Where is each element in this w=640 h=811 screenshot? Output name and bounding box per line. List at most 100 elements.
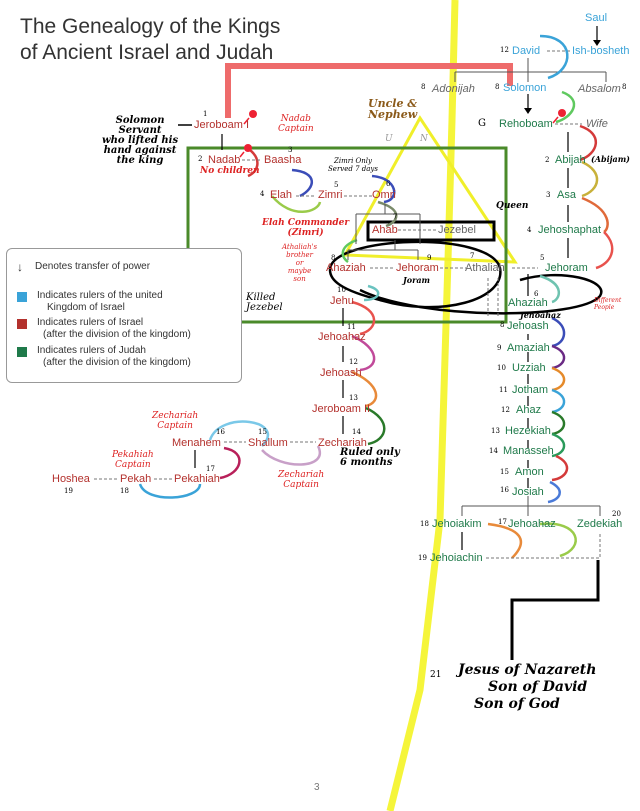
pin-icon — [552, 109, 566, 124]
pin-icon — [243, 110, 257, 125]
green-box — [186, 146, 508, 324]
annotation-athaliah-brother: Athaliah's brother or maybe son — [282, 243, 318, 283]
node-pekahiah: Pekahiah — [174, 473, 220, 485]
annotation-letter-u: U — [385, 134, 393, 144]
node-saul: Saul — [585, 12, 608, 24]
yellow-divider-line — [386, 0, 459, 811]
node-baasha: Baasha — [264, 154, 302, 166]
judah-arcs — [539, 34, 614, 504]
down-arrow-icon: ↓ — [17, 260, 23, 274]
node-athaliah: Athaliah — [465, 262, 505, 274]
node-asa: Asa — [557, 189, 576, 201]
arc — [551, 388, 566, 414]
arc — [581, 196, 609, 234]
legend-swatch-israel — [17, 319, 27, 329]
arc — [539, 34, 569, 80]
num-zedekiah: 20 — [612, 510, 621, 518]
num-jehoash-judah: 8 — [500, 321, 505, 329]
node-nadab: Nadab — [208, 154, 241, 166]
arc — [247, 149, 259, 178]
node-jehoash-israel: Jehoash — [320, 367, 362, 379]
num-uzziah: 10 — [497, 364, 506, 372]
num-amaziah: 9 — [497, 344, 502, 352]
legend: ↓ Denotes transfer of power Indicates ru… — [6, 248, 242, 383]
num-zechariah: 14 — [352, 428, 361, 436]
num-menahem: 16 — [216, 428, 225, 436]
num-jehoash-israel: 12 — [349, 358, 358, 366]
annotation-jesus: Jesus of Nazareth Son of David Son of Go… — [458, 662, 597, 712]
arc — [551, 454, 569, 482]
num-hoshea: 19 — [64, 487, 73, 495]
node-manasseh: Manasseh — [503, 445, 554, 457]
num-manasseh: 14 — [489, 447, 498, 455]
arc — [208, 420, 270, 447]
node-ahab: Ahab — [372, 224, 398, 236]
node-wife: Wife — [586, 118, 608, 130]
legend-judah: Indicates rulers of Judah (after the div… — [37, 345, 191, 368]
annotation-jehoahaz-alt: Jehoahaz — [520, 310, 561, 320]
arc — [138, 483, 202, 499]
node-jeroboam-i: Jeroboam I — [194, 119, 250, 131]
arc — [581, 160, 599, 198]
arc — [365, 406, 386, 446]
node-adonijah: Adonijah — [432, 83, 475, 95]
annotation-elah-commander: Elah Commander (Zimri) — [262, 218, 350, 238]
annotation-zechariah-captain-top: Zechariah Captain — [152, 411, 199, 431]
node-menahem: Menahem — [172, 437, 221, 449]
num-ahaziah-israel: 8 — [331, 254, 336, 262]
arc — [555, 90, 576, 124]
node-josiah: Josiah — [512, 486, 544, 498]
num-jehoshaphat: 4 — [527, 226, 532, 234]
num-adonijah: 8 — [421, 83, 426, 91]
node-jehoram-judah: Jehoram — [545, 262, 588, 274]
num-rehoboam: G — [478, 118, 486, 129]
arc — [551, 344, 566, 370]
num-pekahiah: 17 — [206, 465, 215, 473]
num-jeroboam-i: 1 — [203, 110, 208, 118]
israel-arcs — [138, 149, 398, 499]
num-jehoram-israel: 9 — [427, 254, 432, 262]
title-line-1: The Genealogy of the Kings — [20, 15, 281, 38]
node-solomon: Solomon — [503, 82, 547, 94]
num-jehoram-judah: 5 — [540, 254, 545, 262]
arc — [291, 168, 313, 198]
num-asa: 3 — [546, 191, 551, 199]
legend-arrow-text: Denotes transfer of power — [35, 261, 151, 272]
node-omri: Omri — [372, 189, 396, 201]
node-shallum: Shallum — [248, 437, 288, 449]
arc — [579, 124, 598, 162]
node-abijah: Abijah — [555, 154, 586, 166]
arc — [377, 200, 398, 228]
red-david-jeroboam-line — [225, 63, 513, 118]
node-ahaziah-israel: Ahaziah — [326, 262, 366, 274]
node-zedekiah: Zedekiah — [577, 518, 623, 530]
num-nadab: 2 — [198, 155, 203, 163]
annotation-ruled-6-months: Ruled only 6 months — [340, 447, 400, 468]
node-pekah: Pekah — [120, 473, 152, 485]
node-rehoboam: Rehoboam — [499, 118, 553, 130]
num-jehu: 10 — [337, 286, 346, 294]
num-absalom: 8 — [622, 83, 627, 91]
node-absalom: Absalom — [578, 83, 621, 95]
pin-icon — [239, 144, 252, 158]
num-baasha: 3 — [288, 146, 293, 154]
annotation-pekahiah-captain: Pekahiah Captain — [112, 450, 154, 470]
num-ahab: 7 — [393, 213, 398, 221]
arc — [547, 480, 561, 504]
annotation-no-children: No children — [200, 166, 260, 176]
node-zechariah: Zechariah — [318, 437, 367, 449]
num-hezekiah: 13 — [491, 427, 500, 435]
num-amon: 15 — [500, 468, 509, 476]
israel-chain — [194, 134, 344, 468]
annotation-nadab-captain: Nadab Captain — [278, 114, 314, 134]
arc — [219, 446, 241, 480]
annotation-solomon-servant: Solomon Servant who lifted his hand agai… — [102, 115, 179, 166]
node-elah: Elah — [270, 189, 293, 201]
arc — [351, 300, 376, 336]
node-jehoiachin: Jehoiachin — [430, 552, 483, 564]
node-uzziah: Uzziah — [512, 362, 546, 374]
node-jehoash-judah: Jehoash — [507, 320, 549, 332]
node-david: David — [512, 45, 541, 57]
node-jehoahaz-israel: Jehoahaz — [318, 331, 366, 343]
arc — [351, 334, 376, 372]
